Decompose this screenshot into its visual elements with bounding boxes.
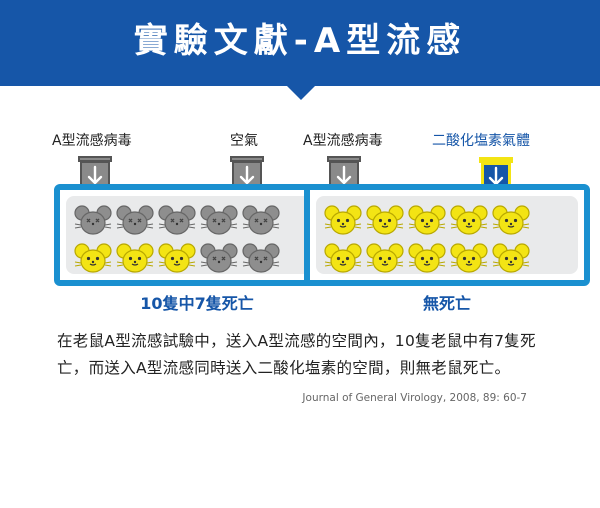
nozzle-stem (479, 157, 513, 163)
caption-right: 無死亡 (422, 294, 471, 313)
mouse-icon (74, 243, 112, 275)
mouse-icon (200, 205, 238, 237)
mouse-icon (492, 205, 530, 237)
mouse-icon (408, 243, 446, 275)
mouse-icon (366, 243, 404, 275)
chamber-right (304, 184, 590, 286)
caption-left: 10隻中7隻死亡 (140, 294, 254, 313)
page-title: 實驗文獻-A型流感 (133, 21, 467, 61)
citation: Journal of General Virology, 2008, 89: 6… (302, 392, 527, 404)
nozzle-stem (230, 156, 264, 162)
arrow-down-icon (87, 165, 103, 185)
mouse-icon (74, 205, 112, 237)
mouse-icon (116, 243, 154, 275)
arrow-down-icon (336, 165, 352, 185)
arrow-down-icon (239, 165, 255, 185)
mouse-icon (158, 243, 196, 275)
nozzle-stem (327, 156, 361, 162)
banner-pointer (287, 86, 315, 100)
mouse-icon (366, 205, 404, 237)
label-virus-right: A型流感病毒 (303, 133, 383, 149)
mouse-icon (492, 243, 530, 275)
mouse-icon (200, 243, 238, 275)
mouse-icon (158, 205, 196, 237)
mouse-icon (242, 205, 280, 237)
label-air: 空氣 (230, 133, 258, 149)
mouse-grid-left (66, 196, 328, 274)
mouse-icon (324, 205, 362, 237)
nozzle-stem (78, 156, 112, 162)
mouse-icon (116, 205, 154, 237)
mouse-icon (408, 205, 446, 237)
nozzle-virus-right (327, 156, 361, 191)
chamber-left (54, 184, 340, 286)
mouse-grid-right (316, 196, 578, 274)
label-co2: 二酸化塩素氣體 (432, 133, 530, 149)
mouse-icon (450, 205, 488, 237)
header-banner: 實驗文獻-A型流感 (0, 0, 600, 86)
label-virus-left: A型流感病毒 (52, 133, 132, 149)
mouse-icon (242, 243, 280, 275)
mouse-icon (324, 243, 362, 275)
mouse-icon (450, 243, 488, 275)
description-text: 在老鼠A型流感試驗中，送入A型流感的空間內，10隻老鼠中有7隻死亡，而送入A型流… (57, 332, 536, 377)
